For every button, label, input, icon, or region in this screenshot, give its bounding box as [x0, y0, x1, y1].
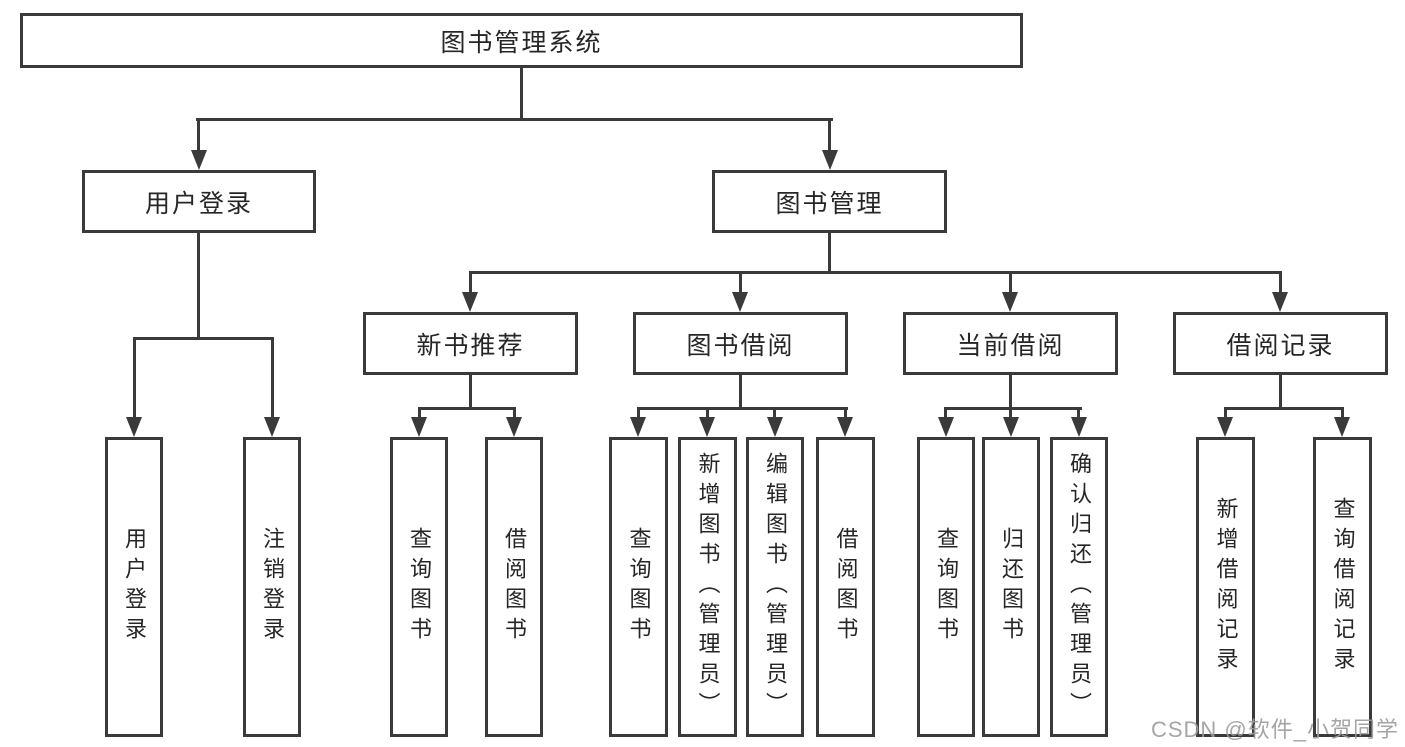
node-label: 查询图书: [626, 527, 652, 647]
node-label: 借阅图书: [833, 527, 859, 647]
connector-line: [469, 271, 1282, 274]
node-label: 确认归还（管理员）: [1067, 452, 1092, 722]
connector-line: [773, 407, 776, 421]
node-user-login: 用户登录: [82, 170, 316, 233]
connector-line: [739, 375, 742, 410]
node-current-borrow: 当前借阅: [903, 312, 1118, 375]
node-label: 查询图书: [407, 527, 432, 647]
arrowhead-down-icon: [732, 292, 748, 312]
node-label: 图书管理: [775, 189, 884, 218]
connector-line: [1341, 407, 1344, 421]
connector-line: [271, 337, 274, 421]
connector-line: [844, 407, 847, 421]
connector-line: [513, 407, 516, 421]
connector-line: [418, 407, 421, 421]
arrowhead-down-icon: [411, 417, 427, 437]
arrowhead-down-icon: [699, 417, 715, 437]
leaf-borrow-add-book-admin: 新增图书（管理员）: [678, 437, 737, 737]
node-label: 查询图书: [934, 527, 959, 647]
connector-line: [469, 375, 472, 410]
arrowhead-down-icon: [1071, 417, 1087, 437]
arrowhead-down-icon: [126, 417, 142, 437]
connector-line: [1009, 407, 1012, 421]
leaf-borrow-borrow-book: 借阅图书: [816, 437, 875, 737]
arrowhead-down-icon: [506, 417, 522, 437]
arrowhead-down-icon: [462, 292, 478, 312]
node-label: 借阅记录: [1226, 331, 1335, 360]
node-label: 当前借阅: [956, 331, 1065, 360]
leaf-current-return-book: 归还图书: [982, 437, 1040, 737]
node-label: 归还图书: [999, 527, 1024, 647]
arrowhead-down-icon: [938, 417, 954, 437]
connector-line: [1279, 375, 1282, 410]
connector-line: [418, 407, 516, 410]
node-label: 图书管理系统: [440, 28, 603, 57]
leaf-current-confirm-return-admin: 确认归还（管理员）: [1050, 437, 1108, 737]
connector-line: [637, 407, 848, 410]
connector-line: [1224, 407, 1227, 421]
node-label: 新书推荐: [416, 331, 525, 360]
connector-line: [1077, 407, 1080, 421]
leaf-add-borrow-record: 新增借阅记录: [1196, 437, 1255, 737]
connector-line: [1224, 407, 1344, 410]
leaf-borrow-edit-book-admin: 编辑图书（管理员）: [746, 437, 804, 737]
connector-line: [133, 337, 274, 340]
arrowhead-down-icon: [837, 417, 853, 437]
node-root: 图书管理系统: [20, 13, 1023, 68]
node-borrow-records: 借阅记录: [1173, 312, 1388, 375]
arrowhead-down-icon: [630, 417, 646, 437]
node-label: 查询借阅记录: [1330, 497, 1356, 677]
connector-line: [196, 118, 833, 121]
node-label: 新增借阅记录: [1213, 497, 1239, 677]
leaf-recommend-query-book: 查询图书: [390, 437, 448, 737]
node-book-management: 图书管理: [712, 170, 947, 233]
connector-line: [944, 407, 947, 421]
arrowhead-down-icon: [264, 417, 280, 437]
node-label: 用户登录: [122, 527, 147, 647]
leaf-user-login: 用户登录: [105, 437, 163, 737]
node-label: 图书借阅: [686, 331, 795, 360]
connector-line: [945, 407, 1082, 410]
connector-line: [1009, 271, 1012, 295]
leaf-recommend-borrow-book: 借阅图书: [485, 437, 543, 737]
connector-line: [706, 407, 709, 421]
node-label: 借阅图书: [502, 527, 527, 647]
connector-line: [520, 68, 523, 121]
leaf-borrow-query-book: 查询图书: [609, 437, 668, 737]
arrowhead-down-icon: [1002, 292, 1018, 312]
connector-line: [197, 118, 200, 152]
connector-line: [1009, 375, 1012, 410]
arrowhead-down-icon: [191, 150, 207, 170]
leaf-query-borrow-record: 查询借阅记录: [1313, 437, 1372, 737]
arrowhead-down-icon: [1003, 417, 1019, 437]
connector-line: [637, 407, 640, 421]
leaf-current-query-book: 查询图书: [917, 437, 975, 737]
leaf-logout: 注销登录: [243, 437, 301, 737]
connector-line: [739, 271, 742, 295]
node-new-book-recommend: 新书推荐: [363, 312, 578, 375]
node-book-borrow: 图书借阅: [633, 312, 848, 375]
node-label: 注销登录: [260, 527, 285, 647]
arrowhead-down-icon: [822, 150, 838, 170]
connector-line: [197, 233, 200, 340]
connector-line: [133, 337, 136, 421]
connector-line: [469, 271, 472, 295]
node-label: 编辑图书（管理员）: [763, 452, 788, 722]
arrowhead-down-icon: [1217, 417, 1233, 437]
connector-line: [828, 118, 831, 152]
arrowhead-down-icon: [1272, 292, 1288, 312]
arrowhead-down-icon: [1334, 417, 1350, 437]
node-label: 新增图书（管理员）: [695, 452, 721, 722]
connector-line: [828, 233, 831, 274]
connector-line: [1279, 271, 1282, 295]
csdn-watermark: CSDN @软件_小贺同学: [1150, 717, 1399, 742]
arrowhead-down-icon: [767, 417, 783, 437]
node-label: 用户登录: [144, 189, 253, 218]
